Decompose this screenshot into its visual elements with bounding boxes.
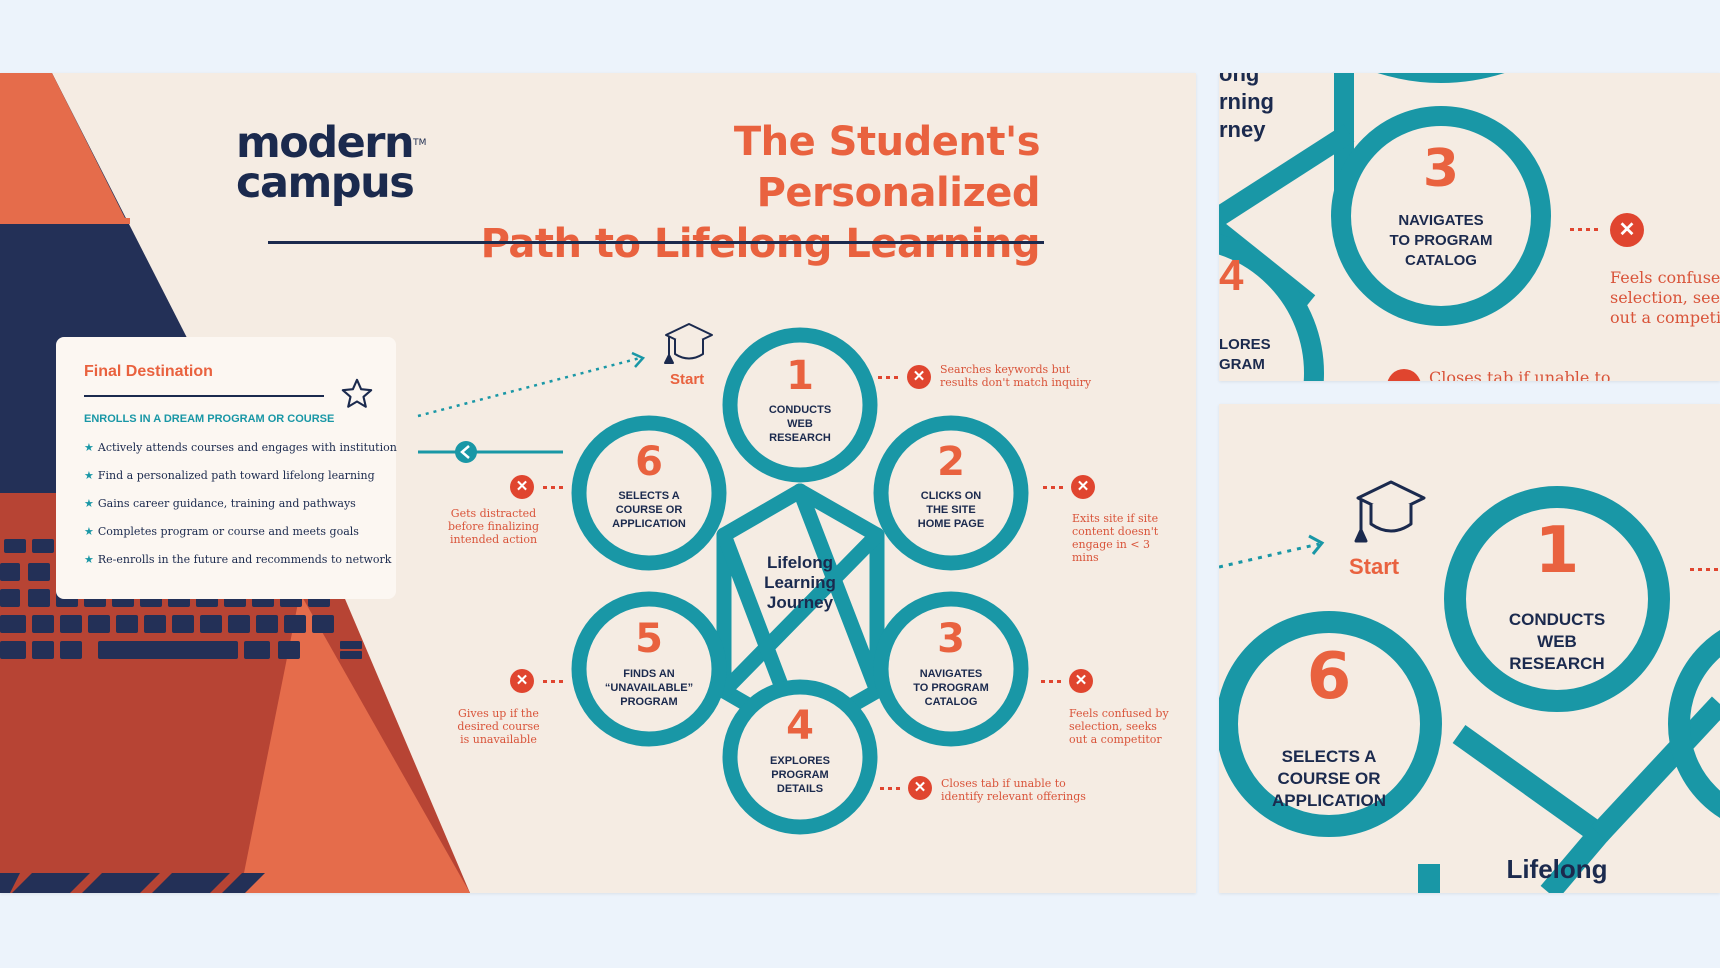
exit-6-connector — [543, 486, 563, 489]
bullet-star-icon: ★ — [84, 497, 94, 510]
zoom1-exit-connector — [1570, 228, 1600, 231]
bullet-star-icon: ★ — [84, 553, 94, 566]
step-6-number: 6 — [635, 439, 663, 485]
zoom2-center-partial: Lifelong — [1506, 854, 1608, 884]
card-title: Final Destination — [84, 363, 213, 380]
journey-diagram — [417, 323, 1029, 835]
exit-5-connector — [543, 680, 563, 683]
step-5-label: FINDS AN“UNAVAILABLE”PROGRAM — [604, 668, 694, 708]
modern-campus-logo: modernTM campus — [236, 118, 427, 208]
center-line-3: Journey — [766, 593, 834, 612]
step-2-ring — [873, 415, 1029, 571]
star-icon — [341, 378, 373, 408]
exit-4-note: Closes tab if unable to identify relevan… — [941, 777, 1086, 803]
zoom1-step-3-number: 3 — [1422, 139, 1460, 199]
zoom1-diagram — [1219, 73, 1551, 381]
page-title: The Student's Personalized Path to Lifel… — [460, 117, 1041, 270]
start-dotted-arrow — [417, 356, 641, 418]
card-subtitle: ENROLLS IN A DREAM PROGRAM OR COURSE — [84, 413, 335, 425]
arrow-head-icon — [631, 351, 646, 368]
list-item: ★Completes program or course and meets g… — [84, 525, 359, 538]
logo-line-2: campus — [236, 158, 415, 208]
zoom2-step-1-number: 1 — [1534, 514, 1580, 588]
zoom2-graduation-cap-icon — [1354, 480, 1426, 543]
center-line-2: Learning — [764, 573, 836, 592]
step-circles — [571, 327, 1029, 835]
step-5-ring — [571, 591, 727, 747]
exit-5-note: Gives up if the desired course is unavai… — [457, 707, 540, 746]
zoom2-exit-connector — [1690, 568, 1720, 571]
exit-4-x-icon: ✕ — [908, 776, 932, 800]
center-label: Lifelong Learning Journey — [735, 553, 865, 613]
step-6-ring — [571, 415, 727, 571]
exit-2-connector — [1043, 486, 1063, 489]
exit-3-connector — [1041, 680, 1061, 683]
step-1-ring — [722, 327, 878, 483]
title-line-2: Path to Lifelong Learning — [480, 221, 1041, 267]
main-infographic-panel: modernTM campus The Student's Personaliz… — [0, 73, 1196, 893]
step-4-ring — [722, 679, 878, 835]
title-line-1: The Student's Personalized — [733, 119, 1041, 216]
exit-6-x-icon: ✕ — [510, 475, 534, 499]
list-item: ★Find a personalized path toward lifelon… — [84, 469, 375, 482]
bullet-star-icon: ★ — [84, 469, 94, 482]
step-4-number: 4 — [786, 703, 814, 749]
step-2-number: 2 — [937, 439, 965, 485]
logo-line-1: modernTM — [236, 118, 427, 168]
card-divider — [84, 395, 324, 397]
zoom2-start-label: Start — [1349, 554, 1400, 579]
step-3-number: 3 — [937, 616, 965, 662]
center-line-1: Lifelong — [766, 553, 834, 572]
step-5-number: 5 — [635, 616, 663, 662]
exit-3-x-icon: ✕ — [1069, 669, 1093, 693]
step-1-number: 1 — [786, 353, 814, 399]
exit-1-connector — [878, 376, 898, 379]
exit-3-note: Feels confused by selection, seeks out a… — [1069, 707, 1169, 746]
zoom2-dotted-arrow — [1219, 542, 1320, 569]
list-item: ★Gains career guidance, training and pat… — [84, 497, 356, 510]
graduation-cap-icon — [664, 323, 713, 364]
exit-5-x-icon: ✕ — [510, 669, 534, 693]
zoom2-diagram — [1219, 480, 1720, 893]
zoom1-partial-number-4: 4 — [1219, 251, 1244, 300]
exit-6-note: Gets distracted before finalizing intend… — [448, 507, 539, 546]
destination-list: ★Actively attends courses and engages wi… — [84, 434, 397, 574]
bullet-star-icon: ★ — [84, 441, 94, 454]
final-destination-card: Final Destination ENROLLS IN A DREAM PRO… — [56, 337, 397, 599]
zoom1-x-icon: ✕ — [1610, 213, 1644, 247]
exit-1-note: Searches keywords but results don't matc… — [940, 363, 1092, 389]
start-label: Start — [670, 371, 705, 388]
zoom2-arrow-head-icon — [1308, 534, 1325, 555]
list-item: ★Actively attends courses and engages wi… — [84, 441, 397, 454]
exit-2-note: Exits site if site content doesn't engag… — [1072, 512, 1159, 564]
zoom1-partial-x-icon — [1387, 369, 1421, 381]
zoom1-exit-4-partial-note: Closes tab if unable to — [1429, 368, 1611, 381]
zoom2-step-6-number: 6 — [1306, 640, 1352, 714]
bullet-star-icon: ★ — [84, 525, 94, 538]
logo-trademark: TM — [413, 138, 427, 148]
exit-1-x-icon: ✕ — [907, 365, 931, 389]
back-chevron-icon — [455, 441, 477, 463]
exit-4-connector — [880, 787, 900, 790]
title-divider — [268, 241, 1044, 244]
step-3-ring — [873, 591, 1029, 747]
exit-2-x-icon: ✕ — [1071, 475, 1095, 499]
list-item: ★Re-enrolls in the future and recommends… — [84, 553, 392, 566]
